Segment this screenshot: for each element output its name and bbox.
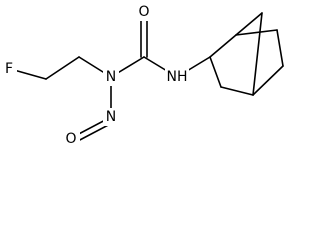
bond-ring-c1-c7 <box>235 12 263 36</box>
bond-ring-c3-c2 <box>209 56 222 88</box>
carbonyl-oxygen-label: O <box>138 4 149 20</box>
bond-ring-c4-c3 <box>220 86 254 96</box>
fluorine-label: F <box>5 61 13 77</box>
nitroso-nitrogen-atom: N <box>103 108 119 126</box>
carbonyl-oxygen-atom: O <box>135 3 153 21</box>
amine-nitrogen-label: N <box>106 69 116 85</box>
nitroso-nitrogen-label: N <box>106 109 116 125</box>
atom-labels: F N N O O NH <box>1 3 189 148</box>
nitroso-oxygen-atom: O <box>62 130 80 148</box>
fluorine-atom: F <box>1 60 17 78</box>
chemical-structure: F N N O O NH <box>1 3 284 148</box>
nitroso-oxygen-label: O <box>65 131 76 147</box>
nh-atom: NH <box>165 68 189 86</box>
nh-label: NH <box>167 69 188 85</box>
bond-ring-c2-c1 <box>209 34 237 58</box>
bond-ring-c1-c6 <box>235 29 278 36</box>
bonds <box>13 12 284 143</box>
bond-ring-c7-c4 <box>252 12 263 96</box>
bond-ring-c6-c5 <box>276 29 284 67</box>
bond-ring-c5-c4 <box>252 65 284 96</box>
amine-nitrogen-atom: N <box>103 68 119 86</box>
bond-c1-c2 <box>45 56 80 80</box>
bond-f-c1 <box>13 69 47 80</box>
